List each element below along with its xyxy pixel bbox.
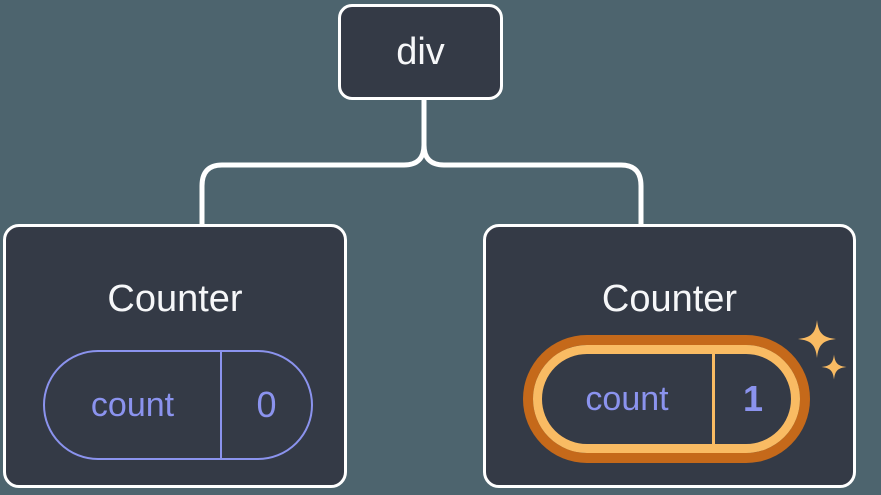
state-key-label: count (585, 379, 669, 418)
component-name: Counter (107, 278, 243, 320)
state-key-label: count (90, 385, 175, 424)
state-value: 1 (742, 378, 764, 419)
state-pill: count 0 (43, 350, 313, 460)
counter-node-right: Counter count 1 (483, 224, 856, 488)
component-name: Counter (601, 278, 738, 320)
sparkle-small-star (821, 354, 847, 380)
root-node: div (338, 4, 503, 100)
state-value: 0 (256, 384, 277, 425)
state-pill-divider (712, 354, 715, 444)
connector-branch-left (199, 99, 427, 226)
sparkle-large-star (798, 320, 836, 358)
connector-branch-right (421, 99, 644, 226)
state-pill-divider (220, 352, 222, 458)
counter-node-left: Counter count 0 (3, 224, 347, 488)
sparkle-icon (798, 320, 847, 380)
root-node-label: div (396, 30, 445, 73)
state-pill-highlighted: count 1 (533, 345, 800, 453)
